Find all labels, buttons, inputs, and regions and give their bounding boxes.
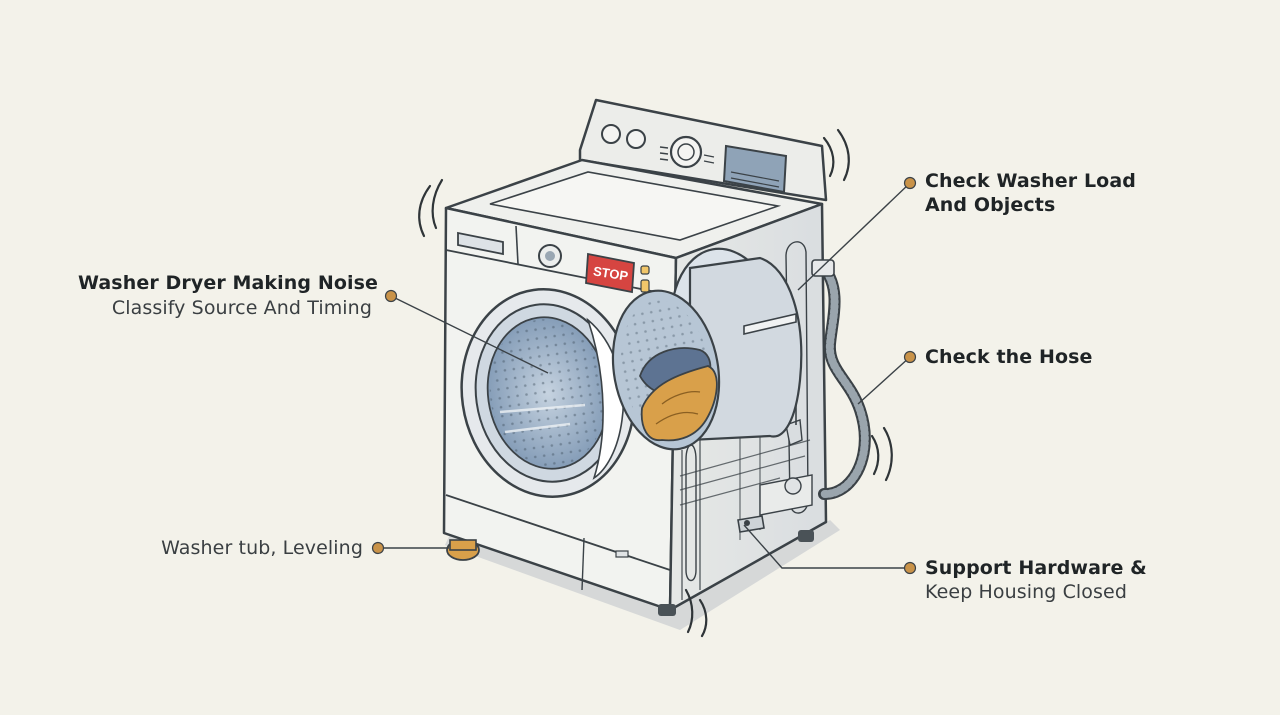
marker-hose [903, 350, 917, 364]
console-knob-2 [626, 129, 646, 149]
callout-load-line1: Check Washer Load [925, 170, 1136, 192]
floor-shadow [445, 520, 840, 630]
callout-tub: Washer tub, Leveling [161, 537, 363, 559]
console-knob-main [669, 135, 703, 169]
callout-hardware-line2: Keep Housing Closed [925, 581, 1127, 603]
stop-button-text: STOP [592, 263, 629, 283]
marker-hardware [903, 561, 917, 575]
detergent-drawer [457, 231, 504, 256]
marker-noise [384, 289, 398, 303]
stop-button [585, 252, 635, 294]
marker-load [903, 176, 917, 190]
callout-noise-title: Washer Dryer Making Noise [78, 272, 378, 294]
foot-front-right [658, 604, 676, 616]
marker-tub [371, 541, 385, 555]
callout-noise-subtitle: Classify Source And Timing [111, 297, 372, 319]
callout-markers [371, 176, 917, 575]
leader-lines [378, 182, 911, 569]
callout-hose: Check the Hose [925, 346, 1093, 368]
callout-load-line2: And Objects [925, 194, 1056, 216]
console-knob-1 [601, 124, 621, 144]
support-bracket [737, 515, 765, 533]
console-display [722, 144, 788, 194]
clothes-orange [640, 365, 718, 442]
callout-hardware-line1: Support Hardware & [925, 557, 1147, 579]
foot-back-right [798, 530, 814, 542]
vibration-lines-icon [418, 128, 893, 638]
